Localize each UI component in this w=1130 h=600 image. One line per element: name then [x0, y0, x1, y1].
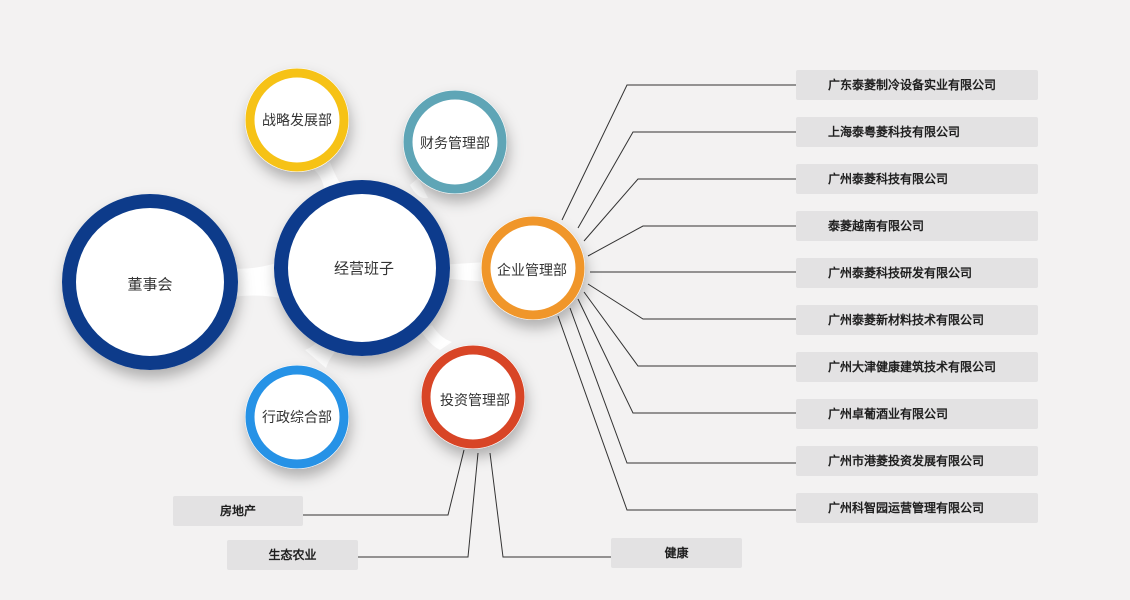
subsidiary-box: 广州卓葡酒业有限公司	[796, 399, 1038, 429]
branch-box-real-estate: 房地产	[173, 496, 303, 526]
connector-line	[583, 291, 796, 367]
branch-box-eco-agriculture: 生态农业	[227, 540, 358, 570]
connector-line	[489, 452, 612, 558]
subsidiary-box: 广州泰菱科技研发有限公司	[796, 258, 1038, 288]
branch-box-health: 健康	[611, 538, 742, 568]
subsidiary-box: 广州市港菱投资发展有限公司	[796, 446, 1038, 476]
node-enterprise	[481, 216, 585, 320]
node-admin	[245, 365, 349, 469]
subsidiary-box: 广州泰菱科技有限公司	[796, 164, 1038, 194]
connector-line	[577, 298, 796, 414]
strategy-label: 战略发展部	[262, 113, 332, 129]
admin-label: 行政综合部	[262, 410, 332, 426]
investment-label: 投资管理部	[440, 393, 510, 409]
finance-label: 财务管理部	[420, 136, 490, 152]
node-strategy	[245, 68, 349, 172]
subsidiary-box: 广州泰菱新材料技术有限公司	[796, 305, 1038, 335]
node-core	[274, 180, 450, 356]
node-board	[62, 194, 238, 370]
core-label: 经营班子	[333, 259, 395, 278]
subsidiary-box: 广州科智园运营管理有限公司	[796, 493, 1038, 523]
board-label: 董事会	[127, 275, 173, 294]
connector-line	[587, 283, 796, 320]
connector-line	[557, 315, 796, 511]
connector-line	[569, 307, 796, 464]
enterprise-connectors	[557, 84, 796, 511]
connector-line	[587, 225, 796, 257]
connector-line	[358, 452, 479, 558]
connector-line	[561, 84, 796, 221]
investment-connectors	[303, 449, 612, 558]
connector-line	[303, 449, 465, 516]
connector-line	[583, 178, 796, 242]
subsidiary-box: 广东泰菱制冷设备实业有限公司	[796, 70, 1038, 100]
node-investment	[421, 345, 525, 449]
connector-line	[577, 131, 796, 229]
subsidiary-box: 泰菱越南有限公司	[796, 211, 1038, 241]
enterprise-label: 企业管理部	[497, 263, 567, 279]
subsidiary-box: 广州大津健康建筑技术有限公司	[796, 352, 1038, 382]
node-finance	[403, 90, 507, 194]
subsidiary-box: 上海泰粤菱科技有限公司	[796, 117, 1038, 147]
